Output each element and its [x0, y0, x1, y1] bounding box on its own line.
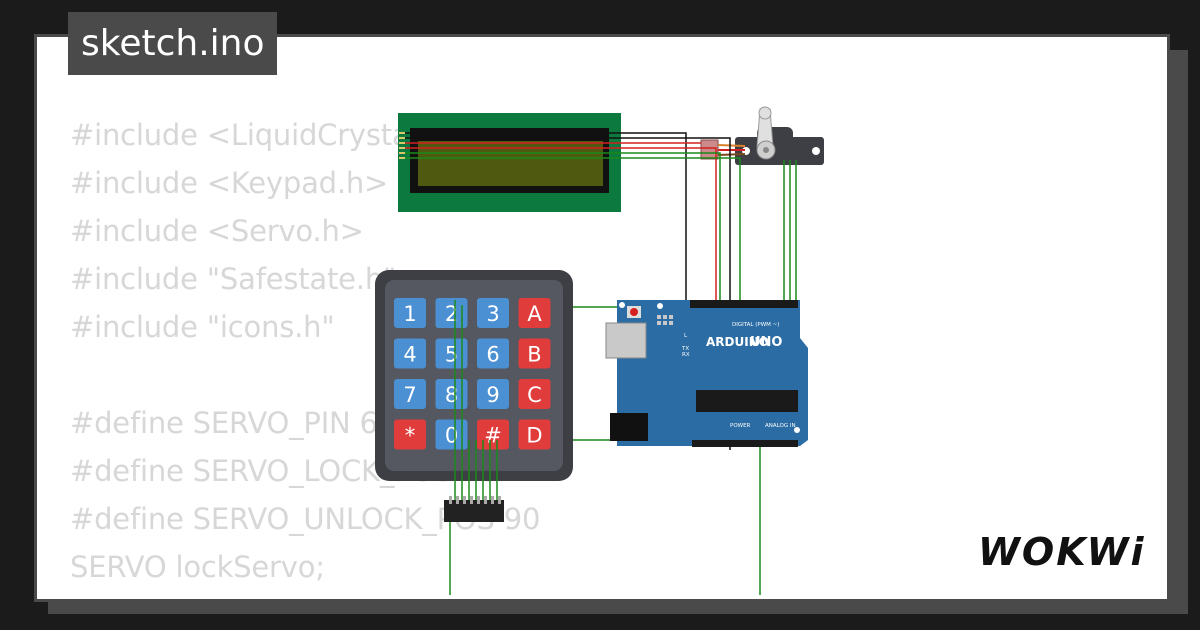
keypad-key-B: B — [518, 338, 551, 369]
keypad-key-3: 3 — [477, 298, 509, 328]
arduino-power-label: POWER — [730, 423, 751, 429]
file-title: sketch.ino — [68, 12, 278, 75]
keypad-key-label: # — [484, 424, 502, 448]
keypad-key-label: C — [527, 383, 542, 407]
code-line: #include "Safestate.h" — [70, 262, 397, 296]
keypad-key-label: 9 — [486, 383, 499, 407]
wokwi-logo: WOKWi — [974, 522, 1154, 578]
keypad-key-A: A — [518, 298, 551, 328]
arduino-tx-label: TX — [681, 346, 689, 352]
keypad-key-label: 0 — [445, 424, 458, 448]
keypad-key-label: * — [405, 424, 416, 448]
keypad: 1 2 3 A 4 5 6 B 7 8 9 C * 0 # D — [375, 270, 573, 522]
code-line: SERVO lockServo; — [70, 550, 325, 584]
keypad-key-hash: # — [477, 419, 509, 450]
keypad-key-9: 9 — [477, 379, 509, 409]
keypad-key-label: A — [527, 302, 542, 326]
keypad-key-label: 2 — [445, 302, 458, 326]
arduino-uno-board: ARDUINO UNO DIGITAL (PWM ~) POWER ANALOG… — [605, 300, 808, 447]
keypad-key-D: D — [518, 419, 551, 450]
servo-motor — [700, 106, 824, 165]
arduino-digital-label: DIGITAL (PWM ~) — [732, 322, 779, 328]
keypad-key-label: 3 — [486, 302, 499, 326]
keypad-key-label: 7 — [403, 383, 416, 407]
keypad-key-label: D — [526, 424, 542, 448]
keypad-key-label: B — [527, 343, 541, 367]
keypad-key-6: 6 — [477, 338, 509, 369]
arduino-l-label: L — [684, 333, 688, 339]
keypad-key-label: 4 — [403, 343, 416, 367]
keypad-key-star: * — [394, 419, 426, 450]
keypad-key-1: 1 — [394, 298, 426, 328]
keypad-key-label: 8 — [445, 383, 458, 407]
code-line: #include <Keypad.h> — [70, 166, 389, 200]
keypad-key-label: 1 — [403, 302, 416, 326]
wokwi-logo-text: WOKWi — [978, 530, 1146, 574]
keypad-key-C: C — [518, 379, 551, 409]
lcd-display — [398, 113, 621, 212]
keypad-key-4: 4 — [394, 338, 426, 369]
arduino-model-label: UNO — [750, 335, 783, 350]
wokwi-logo-icon: WOKWi — [978, 530, 1146, 574]
code-line: #include "icons.h" — [70, 310, 335, 344]
keypad-key-label: 6 — [486, 343, 499, 367]
arduino-rx-label: RX — [682, 352, 690, 358]
arduino-brand-label: ARDUINO — [706, 335, 769, 349]
code-line: #define SERVO_PIN 6 — [70, 406, 378, 440]
arduino-analog-label: ANALOG IN — [765, 423, 796, 429]
keypad-key-7: 7 — [394, 379, 426, 409]
keypad-key-label: 5 — [445, 343, 458, 367]
code-line: #include <Servo.h> — [70, 214, 364, 248]
